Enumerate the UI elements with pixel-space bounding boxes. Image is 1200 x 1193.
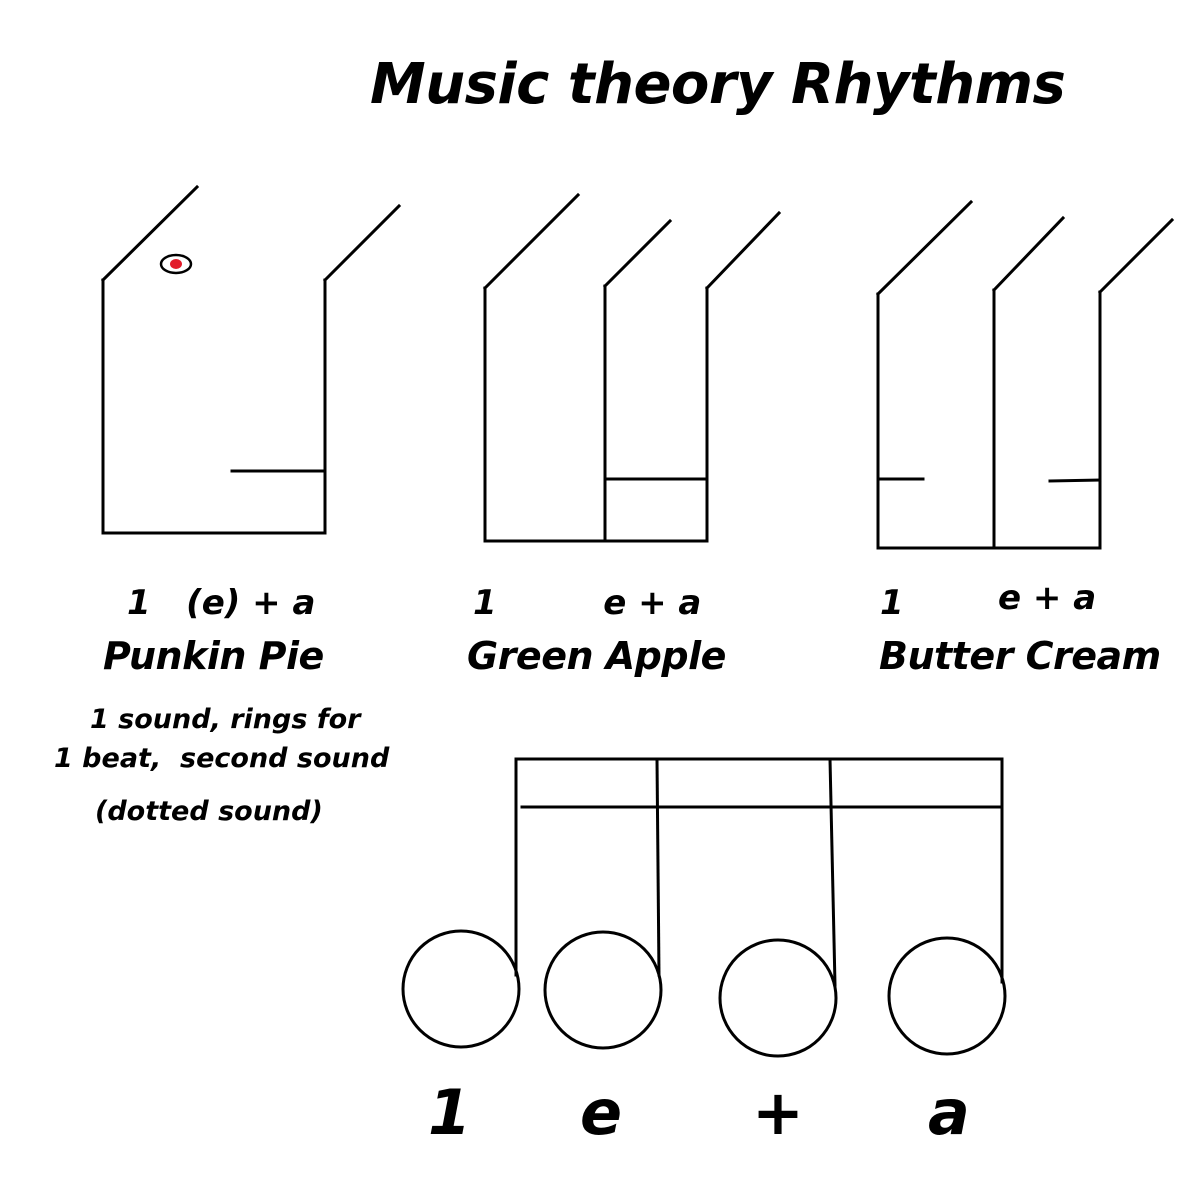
sixteenth-count-and: +: [752, 1076, 804, 1149]
punkin-pie-count: 1 (e) + a: [127, 583, 316, 623]
green-apple-flag-3: [704, 210, 782, 291]
butter-cream-flag-1: [875, 199, 974, 297]
butter-cream-stems-and-beam: [876, 290, 1102, 550]
description-line-1: 1 sound, rings for: [90, 704, 361, 735]
punkin-pie-flag-1: [100, 184, 200, 283]
green-apple-flag-1: [482, 192, 581, 291]
punkin-pie-label: Punkin Pie: [103, 634, 324, 678]
butter-cream-count-rest: e + a: [998, 578, 1097, 618]
dot-marker: [159, 253, 193, 275]
green-apple-figure: [482, 192, 782, 543]
notehead-3: [718, 938, 838, 1058]
description-line-3: (dotted sound): [95, 796, 323, 827]
butter-cream-flag-3: [1097, 217, 1175, 295]
butter-cream-label: Butter Cream: [879, 634, 1161, 678]
punkin-pie-flag-2: [322, 203, 402, 283]
description-line-2: 1 beat, second sound: [54, 743, 390, 774]
sixteenth-count-a: a: [928, 1076, 970, 1149]
punkin-pie-figure: [100, 184, 402, 535]
note-stem-2: [655, 757, 661, 977]
butter-cream-figure: [875, 199, 1175, 550]
butter-cream-flag-2: [991, 215, 1066, 293]
notehead-4: [887, 936, 1007, 1056]
notehead-2: [543, 930, 663, 1050]
punkin-pie-stems-and-beam: [101, 278, 327, 535]
sixteenth-notes-figure: [401, 757, 1007, 1058]
green-apple-flag-2: [602, 218, 673, 289]
green-apple-label: Green Apple: [467, 634, 726, 678]
butter-cream-count-one: 1: [880, 583, 904, 623]
butter-cream-partial-beam-2: [1048, 478, 1102, 483]
sixteenth-count-1: 1: [428, 1076, 472, 1149]
green-apple-count: 1 e + a: [473, 583, 702, 623]
sixteenth-count-e: e: [580, 1076, 623, 1149]
red-dot-icon: [170, 259, 182, 269]
green-apple-stems-and-beam: [483, 286, 709, 543]
note-stem-3: [828, 757, 837, 987]
page-title: Music theory Rhythms: [370, 52, 1066, 117]
notehead-1: [401, 929, 521, 1049]
